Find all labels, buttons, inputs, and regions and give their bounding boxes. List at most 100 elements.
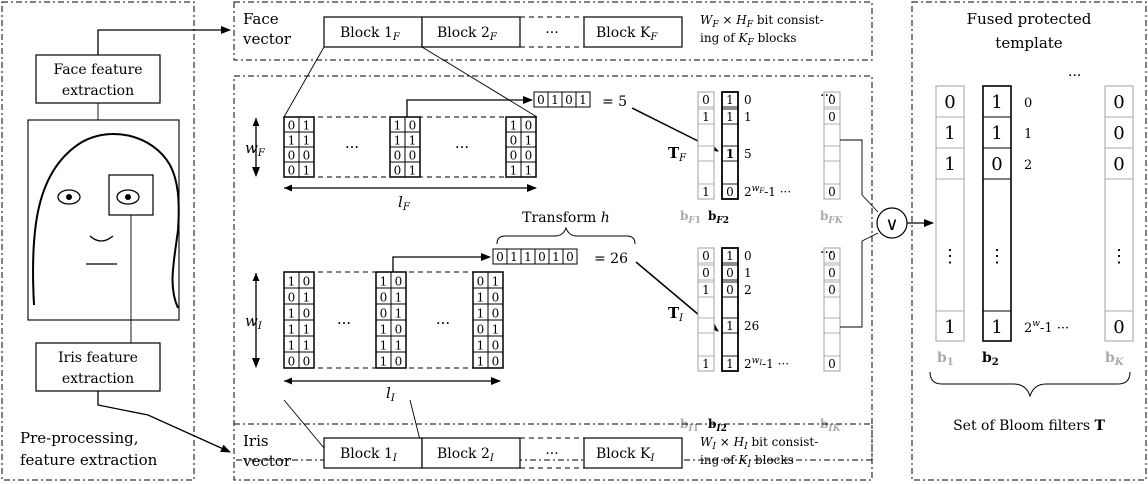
face-matrix-ellipsis-2: ··· [455,138,469,156]
face-filter-K-column [824,92,840,199]
iris-matrix-bit: 1 [395,307,403,321]
iris-row-index: 26 [744,319,759,333]
face-filter-2-bit: 1 [726,147,734,161]
fused-filter-label-K: bK [1105,350,1125,368]
iris-code-arrow [393,257,490,272]
or-operator: ∨ [840,140,933,327]
iris-vector-note-line1: WI × HI bit consist- [700,435,818,452]
iris-matrix-bit: 0 [288,355,296,369]
face-extraction-line1: Face feature [53,62,142,78]
iris-matrix-bit: 1 [492,323,500,337]
face-filter-2-column [722,92,738,199]
face-matrix-bit: 0 [510,149,518,163]
iris-filter-2-bit: 1 [726,357,734,371]
iris-code-bit: 0 [496,250,504,264]
iris-matrix-bit: 1 [380,339,388,353]
face-filter-label-2: bF2 [708,209,729,226]
iris-matrix-bit: 0 [303,355,311,369]
iris-matrix-bit: 1 [303,291,311,305]
iris-filter-2-bit: 0 [726,266,734,280]
iris-matrix-bit: 0 [477,323,485,337]
iris-filter-2-bit: 0 [726,283,734,297]
iris-filter-K-bit: 0 [828,283,836,297]
face-matrix-bit: 0 [394,149,402,163]
transform-brace [497,228,635,244]
fused-filter-2-bit: 0 [991,154,1002,175]
iris-feature-extraction-box: Iris feature extraction [36,343,160,391]
iris-matrix-bit: 1 [380,275,388,289]
face-code-value: = 5 [602,94,627,110]
face-bloom-filters: TF 01111100000152wF-1 ··· ··· bF1 bF2 bF… [668,88,844,226]
face-filter-2-bit: 0 [726,185,734,199]
face-vector-label-line2: vector [242,30,292,48]
iris-row-index-last: 2wI-1 ··· [744,356,789,371]
iris-extraction-line1: Iris feature [58,350,138,366]
face-image [28,120,179,320]
iris-code-bit: 0 [538,250,546,264]
face-matrix-bit: 0 [303,149,311,163]
face-matrix-ellipsis-1: ··· [345,138,359,156]
face-row-index: 5 [744,147,752,161]
fused-filter-1-bit: 1 [944,123,955,144]
preprocessing-label-line1: Pre-processing, [20,429,139,447]
face-filter-2-bit: 1 [726,110,734,124]
iris-vector-note-line2: ing of KI blocks [700,453,794,470]
iris-matrix-bit: 1 [395,339,403,353]
iris-matrix-bit: 0 [477,275,485,289]
iris-block-ellipsis: ··· [545,446,558,462]
fused-title-line2: template [995,34,1062,52]
bloom-filter-panel [234,76,872,460]
iris-filter-K-bit: 0 [828,266,836,280]
iris-matrix-ellipsis-2: ··· [436,314,450,332]
iris-code-bit: 0 [566,250,574,264]
iris-code-bit: 1 [552,250,560,264]
iris-matrix-bit: 1 [380,323,388,337]
face-matrix-bit: 0 [510,134,518,148]
face-code-bit: 1 [579,93,587,107]
iris-block-K: Block KI [596,446,655,464]
face-matrix-bit: 0 [394,164,402,178]
face-row-index: 0 [744,93,752,107]
iris-matrix-bit: 0 [395,275,403,289]
face-row-index-last: 2wF-1 ··· [744,184,791,199]
face-filter-1-bit: 0 [702,93,710,107]
face-matrix-bit: 1 [510,164,518,178]
iris-filter-K-bit: 0 [828,357,836,371]
face-matrix-bit: 0 [409,149,417,163]
face-row-index: 1 [744,110,752,124]
fused-filter-K-bit: 0 [1113,154,1124,175]
face-to-vector-arrow [98,30,230,55]
face-vector-panel: Face vector Block 1F Block 2F ··· Block … [234,2,872,60]
face-l-label: lF [398,193,411,213]
iris-matrix-bit: 1 [477,355,485,369]
preprocessing-label-line2: feature extraction [20,451,158,469]
fused-filter-2-bit: 1 [991,92,1002,113]
iris-vector-panel: Iris vector Block 1I Block 2I ··· Block … [234,424,872,480]
face-matrix-bit: 1 [288,134,296,148]
fused-filter-1-bit: ⋮ [941,246,959,267]
iris-matrix-bit: 1 [288,323,296,337]
fused-filter-K-bit: ⋮ [1110,246,1128,267]
face-matrix-bit: 1 [409,134,417,148]
iris-row-index: 2 [744,283,752,297]
iris-matrix-ellipsis-1: ··· [337,314,351,332]
fused-filter-label-2: b2 [982,350,999,368]
iris-filter-ellipsis: ··· [820,245,833,261]
iris-matrix-bit: 1 [288,307,296,321]
transform-label: Transform h [522,210,610,226]
fused-filter-2-bit: ⋮ [988,246,1006,267]
face-filter-label-1: bF1 [680,209,701,226]
fused-row-index: 2 [1024,158,1032,173]
iris-matrix-bit: 1 [288,339,296,353]
face-block-2: Block 2F [437,25,498,43]
fused-row-index-last: 2w-1 ··· [1024,319,1069,336]
face-matrix-bit: 0 [288,164,296,178]
iris-matrix-bit: 1 [477,339,485,353]
face-filter-K-bit: 0 [828,110,836,124]
face-feature-extraction-box: Face feature extraction [36,55,160,103]
face-matrix-bit: 0 [525,149,533,163]
or-operator-symbol: ∨ [885,214,898,235]
fused-filter-1-bit: 1 [944,317,955,338]
